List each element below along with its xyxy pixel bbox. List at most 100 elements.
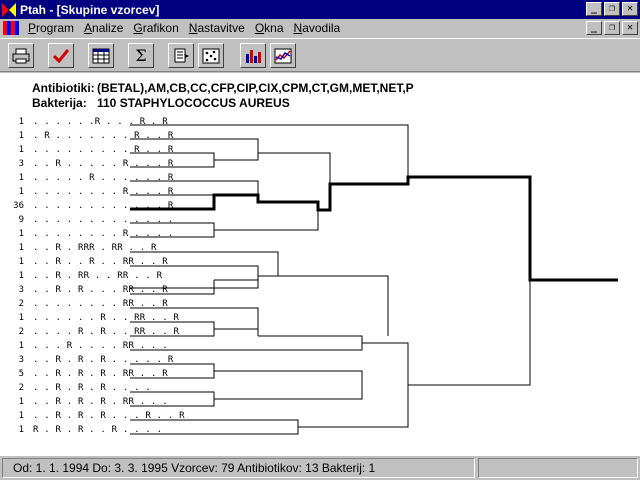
window-controls: _ ❐ ✕ — [584, 2, 638, 16]
branch — [130, 391, 215, 407]
doc-restore-button[interactable]: ❐ — [604, 21, 620, 35]
branch — [130, 419, 299, 435]
doc-close-button[interactable]: ✕ — [622, 21, 638, 35]
restore-button[interactable]: ❐ — [604, 2, 620, 16]
branch — [130, 363, 215, 379]
branch — [130, 222, 215, 238]
branch — [298, 342, 409, 428]
row-pattern: . . R . R . R . RR . . R — [33, 369, 168, 379]
minimize-button[interactable]: _ — [586, 2, 602, 16]
antibiotics-line: Antibiotiki:(BETAL),AM,CB,CC,CFP,CIP,CIX… — [32, 81, 414, 95]
bacteria-value: 110 STAPHYLOCOCCUS AUREUS — [97, 96, 290, 110]
bacteria-label: Bakterija: — [32, 96, 87, 110]
row-pattern: . . . . . . R . . RR . . R — [33, 313, 180, 323]
row-pattern: . R . . . . . . . R . . R — [33, 131, 174, 141]
document-window-icon[interactable] — [3, 21, 19, 35]
menu-navodila[interactable]: Navodila — [293, 21, 341, 35]
sigma-icon: Σ — [135, 46, 147, 65]
row-count: 1 — [18, 187, 24, 197]
row-pattern: . . R . R . R . . . . — [33, 383, 151, 393]
branch — [130, 265, 259, 289]
app-icon[interactable] — [2, 2, 16, 17]
row-count: 36 — [13, 201, 24, 211]
highlight-path — [130, 175, 618, 282]
scatter-icon — [202, 48, 220, 63]
row-count: 1 — [18, 341, 24, 351]
row-count: 1 — [18, 145, 24, 155]
row-pattern: . . . . . . . . . . . . . — [33, 215, 174, 225]
row-count: 1 — [18, 257, 24, 267]
menu-nastavitve[interactable]: Nastavitve — [188, 21, 245, 35]
bacteria-line: Bakterija: 110 STAPHYLOCOCCUS AUREUS — [32, 96, 290, 110]
row-count: 5 — [18, 369, 24, 379]
row-pattern: R . R . R . . R . . . . — [33, 425, 163, 435]
branch — [130, 251, 279, 276]
title-bar: Ptah - [Skupine vzorcev] _ ❐ ✕ — [0, 0, 640, 19]
line-chart-button[interactable] — [270, 43, 296, 68]
row-pattern: . . . . . . . . . R . . R — [33, 145, 174, 155]
menu-grafikon[interactable]: Grafikon — [133, 21, 179, 35]
document-window-controls: _ ❐ ✕ — [584, 21, 638, 35]
printer-icon — [12, 48, 30, 63]
status-panel-right — [478, 458, 638, 478]
row-count: 1 — [18, 313, 24, 323]
sum-button[interactable]: Σ — [128, 43, 154, 68]
row-count: 3 — [18, 285, 24, 295]
row-count: 1 — [18, 411, 24, 421]
bar-chart-button[interactable] — [240, 43, 266, 68]
branch — [130, 280, 215, 295]
row-count: 9 — [18, 215, 24, 225]
row-count: 1 — [18, 131, 24, 141]
branch — [214, 370, 363, 392]
row-pattern: . . . . . . . . R . . . R — [33, 187, 174, 197]
row-pattern: . . R . . R . . RR . . R — [33, 257, 168, 267]
close-button[interactable]: ✕ — [622, 2, 638, 16]
print-button[interactable] — [8, 43, 34, 68]
doc-minimize-button[interactable]: _ — [586, 21, 602, 35]
row-pattern: . . . . . . . . . . . . R — [33, 201, 174, 211]
branch — [130, 124, 409, 184]
row-pattern: . . R . R . . . RR . . R — [33, 285, 168, 295]
row-count: 3 — [18, 355, 24, 365]
branch — [130, 335, 363, 351]
dendrogram-tree — [130, 124, 618, 435]
row-pattern: . . . . R . R . . RR . . R — [33, 327, 180, 337]
menu-program[interactable]: Program — [28, 21, 75, 35]
row-count: 1 — [18, 397, 24, 407]
row-count: 1 — [18, 271, 24, 281]
scatter-button[interactable] — [198, 43, 224, 68]
row-count: 1 — [18, 243, 24, 253]
status-bar: Od: 1. 1. 1994 Do: 3. 3. 1995 Vzorcev: 7… — [0, 456, 640, 480]
row-pattern: . . R . RR . . RR . . R — [33, 271, 163, 281]
antibiotics-label: Antibiotiki: — [32, 81, 95, 95]
row-count: 1 — [18, 229, 24, 239]
row-pattern: . . R . R . R . . . . . R — [33, 355, 174, 365]
row-pattern: . . . . . R . . . . . . R — [33, 173, 174, 183]
row-count: 1 — [18, 425, 24, 435]
row-count: 1 — [18, 117, 24, 127]
status-text: Od: 1. 1. 1994 Do: 3. 3. 1995 Vzorcev: 7… — [2, 458, 475, 478]
dendrogram-canvas: Antibiotiki:(BETAL),AM,CB,CC,CFP,CIP,CIX… — [0, 73, 640, 456]
toolbar: Σ — [0, 38, 640, 72]
menu-analize[interactable]: Analize — [84, 21, 124, 35]
branch — [258, 275, 389, 336]
branch — [130, 307, 259, 336]
branch — [130, 138, 259, 153]
row-pattern: . . . R . . . . RR . . . — [33, 341, 168, 351]
menu-okna[interactable]: Okna — [254, 21, 284, 35]
row-pattern: . . . . . . . . R . . . . — [33, 229, 174, 239]
branch — [214, 139, 259, 161]
branch — [130, 180, 259, 195]
row-pattern: . . R . . . . . R . . . R — [33, 159, 174, 169]
table-button[interactable] — [88, 43, 114, 68]
antibiotics-value: (BETAL),AM,CB,CC,CFP,CIP,CIX,CPM,CT,GM,M… — [97, 81, 414, 95]
branch — [214, 210, 319, 231]
row-count: 1 — [18, 173, 24, 183]
document-button[interactable] — [168, 43, 194, 68]
row-pattern: . . R . RRR . RR . . R — [33, 243, 157, 253]
checkmark-icon — [52, 48, 70, 63]
check-button[interactable] — [48, 43, 74, 68]
line-chart-icon — [274, 48, 292, 63]
branch — [130, 194, 215, 209]
table-icon — [92, 48, 110, 63]
